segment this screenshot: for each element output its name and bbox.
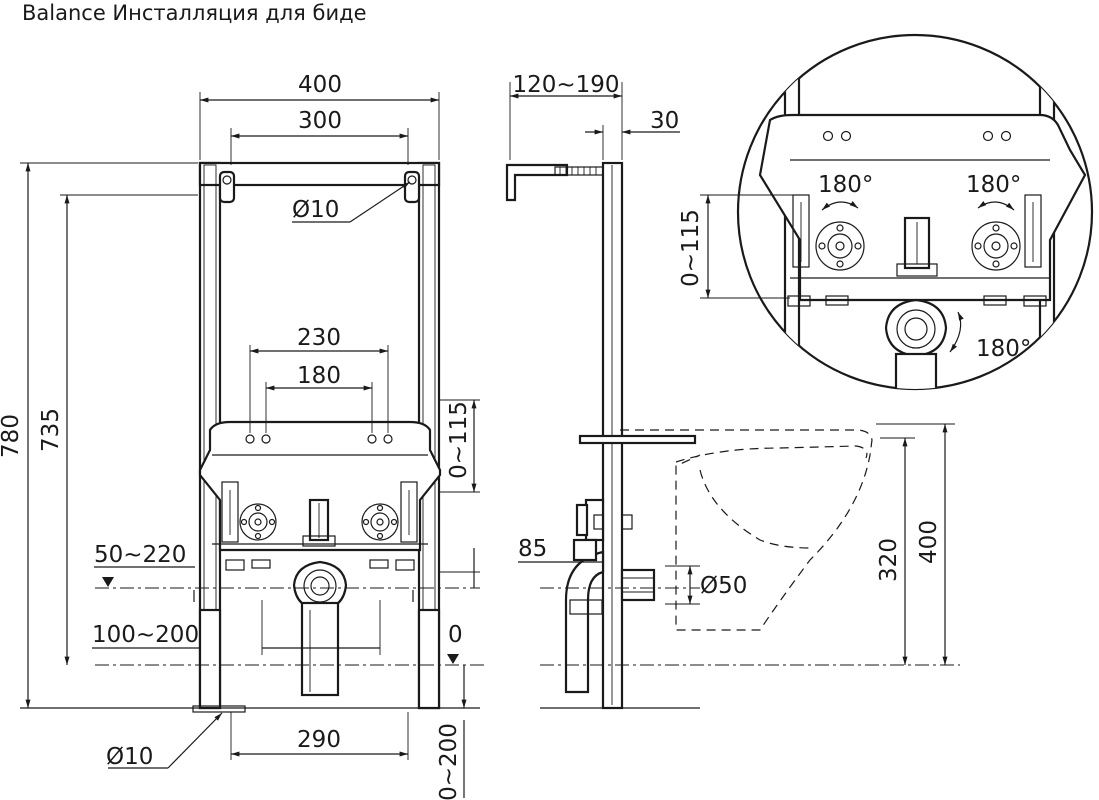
dim-depth-30: 30	[650, 108, 679, 134]
rot-left-label: 180°	[818, 172, 873, 198]
dim-leg-0-200: 0~200	[436, 723, 462, 800]
dim-drain-50: Ø50	[700, 573, 747, 599]
front-drain	[292, 560, 348, 697]
front-center-pipe	[302, 498, 336, 547]
level-marker-icon	[102, 577, 114, 587]
dim-spacing-180: 180	[297, 363, 341, 389]
dim-floor-0: 0	[448, 622, 463, 648]
dim-adjust-100-200: 100~200	[92, 622, 199, 648]
rotate-right-icon	[977, 201, 1015, 211]
front-water-connection-left	[239, 503, 277, 541]
front-view: 400 300 Ø10 780 735 230 180 0~115	[0, 72, 485, 800]
dim-height-780: 780	[0, 414, 24, 458]
dim-mount-hole: Ø10	[292, 197, 339, 223]
rotate-left-icon	[821, 201, 859, 211]
detail-view: 180° 180° 180° 0~115	[678, 33, 1094, 391]
level-marker-icon	[447, 654, 459, 664]
dim-width-300: 300	[298, 108, 342, 134]
rot-right-label: 180°	[966, 172, 1021, 198]
front-bracket	[198, 420, 442, 552]
dim-height-400: 400	[916, 520, 942, 564]
dim-detail-adjust-0-115: 0~115	[678, 209, 704, 287]
dim-height-320: 320	[876, 538, 902, 582]
dim-foot-hole: Ø10	[106, 744, 153, 770]
rotate-drain-icon	[949, 311, 964, 353]
dim-side-85: 85	[518, 536, 547, 562]
dim-height-735: 735	[38, 408, 64, 452]
dim-depth-120-190: 120~190	[512, 72, 619, 98]
dim-adjust-50-220: 50~220	[94, 542, 186, 568]
rot-drain-label: 180°	[976, 336, 1031, 362]
dim-adjust-0-115: 0~115	[446, 401, 472, 479]
dim-spacing-230: 230	[297, 325, 341, 351]
front-water-connection-right	[361, 503, 399, 541]
dim-width-400: 400	[298, 72, 342, 98]
side-view: 120~190 30 85 Ø50 320 400	[505, 72, 960, 710]
dim-foot-290: 290	[297, 727, 341, 753]
drawing-title: Balance Инсталляция для биде	[22, 1, 367, 25]
